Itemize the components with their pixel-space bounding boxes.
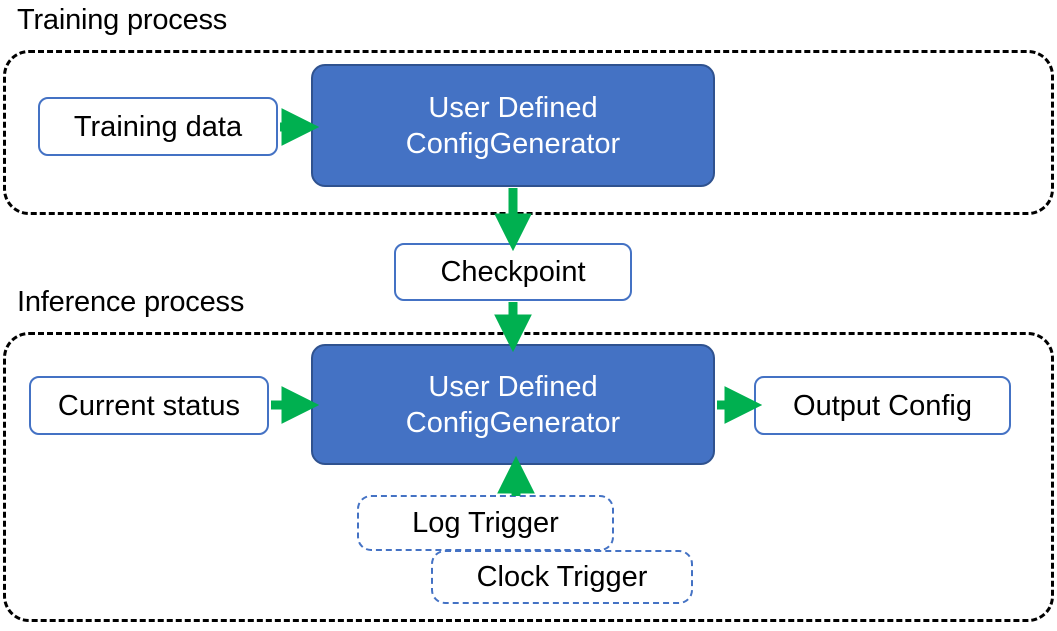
training-data-box[interactable]: Training data	[38, 97, 278, 156]
training-data-label: Training data	[73, 110, 243, 143]
checkpoint-label: Checkpoint	[440, 256, 586, 288]
log-trigger-box[interactable]: Log Trigger	[357, 495, 614, 551]
training-config-generator-box[interactable]: User Defined ConfigGenerator	[311, 64, 715, 187]
current-status-box[interactable]: Current status	[29, 376, 269, 435]
inference-generator-label-line2: ConfigGenerator	[405, 406, 621, 439]
inference-process-title: Inference process	[17, 286, 245, 318]
inference-generator-label-line1: User Defined	[428, 370, 598, 403]
clock-trigger-label: Clock Trigger	[476, 561, 648, 593]
clock-trigger-box[interactable]: Clock Trigger	[431, 550, 693, 604]
checkpoint-box[interactable]: Checkpoint	[394, 243, 632, 301]
output-config-box[interactable]: Output Config	[754, 376, 1011, 435]
log-trigger-label: Log Trigger	[412, 507, 559, 539]
output-config-label: Output Config	[793, 389, 972, 422]
training-process-title: Training process	[17, 4, 228, 36]
training-generator-label-line1: User Defined	[428, 91, 598, 124]
training-generator-label-line2: ConfigGenerator	[405, 127, 621, 160]
current-status-label: Current status	[57, 389, 241, 422]
inference-config-generator-box[interactable]: User Defined ConfigGenerator	[311, 344, 715, 465]
